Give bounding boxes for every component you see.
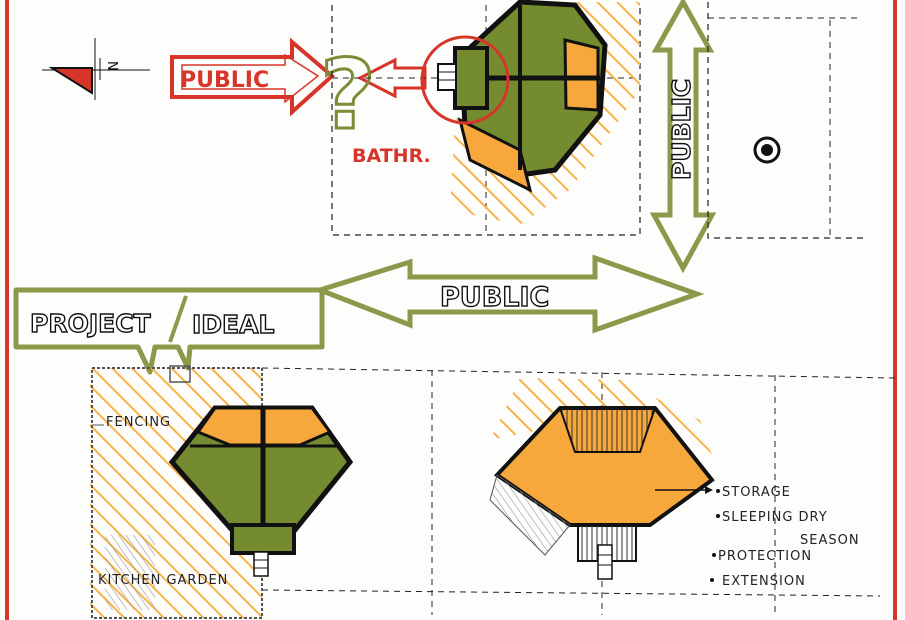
legend-season: SEASON: [800, 533, 860, 548]
public-arrow-horizontal: PUBLIC: [312, 254, 705, 334]
public-arrow-red: PUBLIC: [170, 37, 336, 117]
house-plan-top: [437, 0, 608, 193]
kitchen-garden-label: KITCHEN GARDEN: [98, 573, 228, 588]
house-plan-extension: [489, 406, 715, 580]
public-label-vertical: PUBLIC: [667, 79, 696, 180]
bath-label: BATHR.: [352, 145, 431, 167]
public-arrow-vertical: PUBLIC: [649, 0, 717, 274]
kitchen-garden-rows: [105, 535, 155, 610]
north-label: N: [104, 61, 119, 71]
bathroom-circle: [420, 35, 510, 125]
manhole-icon: [753, 136, 781, 164]
fencing-label: FENCING: [106, 415, 171, 430]
house-plan-ideal: [168, 405, 354, 577]
public-label-horizontal: PUBLIC: [440, 282, 549, 313]
legend-storage: STORAGE: [722, 485, 791, 500]
uses-legend: STORAGE SLEEPING DRY SEASON PROTECTION E…: [710, 485, 860, 589]
question-mark: ?: [320, 39, 376, 151]
plot-right: [707, 2, 865, 239]
public-label-red: PUBLIC: [180, 68, 269, 93]
bath-arrow: [356, 57, 427, 99]
ideal-label: IDEAL: [192, 310, 274, 339]
north-arrow-icon: N: [42, 38, 150, 100]
legend-extension: EXTENSION: [722, 574, 806, 589]
project-ideal-bubble: PROJECT IDEAL: [13, 287, 325, 375]
legend-sleeping: SLEEPING DRY: [722, 510, 828, 525]
project-label: PROJECT: [30, 309, 151, 338]
legend-protection: PROTECTION: [718, 549, 812, 564]
